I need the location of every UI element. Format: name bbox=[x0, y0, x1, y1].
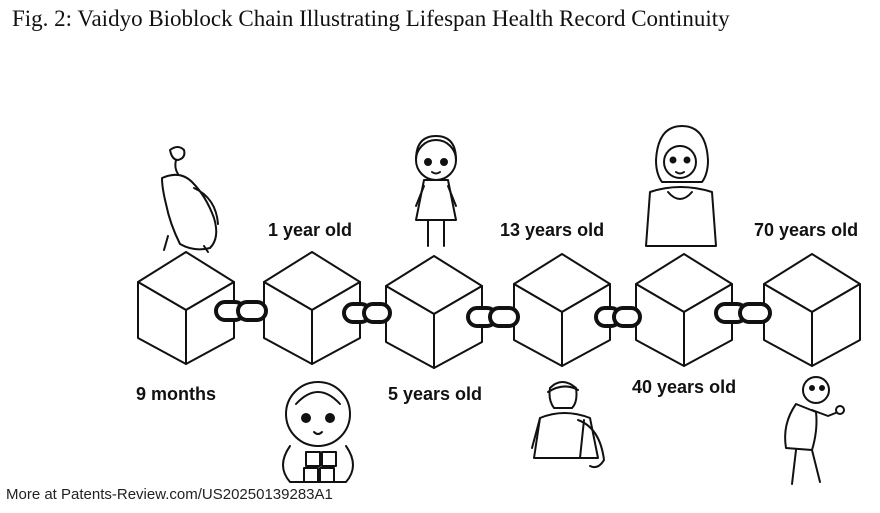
chain-link-3 bbox=[468, 308, 518, 326]
stage-label-5-years: 5 years old bbox=[388, 384, 482, 405]
chain-link-5 bbox=[716, 304, 770, 322]
stage-label-1-year: 1 year old bbox=[268, 220, 352, 241]
elderly-man-figure bbox=[785, 377, 844, 484]
block-cube-6 bbox=[764, 254, 860, 366]
stage-label-40-years: 40 years old bbox=[632, 377, 736, 398]
teen-boy-figure bbox=[532, 382, 604, 467]
young-girl-figure bbox=[416, 136, 456, 246]
chain-link-2 bbox=[344, 304, 390, 322]
adult-woman-figure bbox=[646, 126, 716, 246]
source-footer: More at Patents-Review.com/US20250139283… bbox=[6, 486, 333, 503]
chain-link-1 bbox=[216, 302, 266, 320]
chain-link-4 bbox=[596, 308, 640, 326]
stage-label-9-months: 9 months bbox=[136, 384, 216, 405]
stage-label-70-years: 70 years old bbox=[754, 220, 858, 241]
baby-figure bbox=[283, 382, 353, 482]
block-cube-4 bbox=[514, 254, 610, 366]
stage-label-13-years: 13 years old bbox=[500, 220, 604, 241]
pregnant-woman-figure bbox=[162, 147, 218, 252]
